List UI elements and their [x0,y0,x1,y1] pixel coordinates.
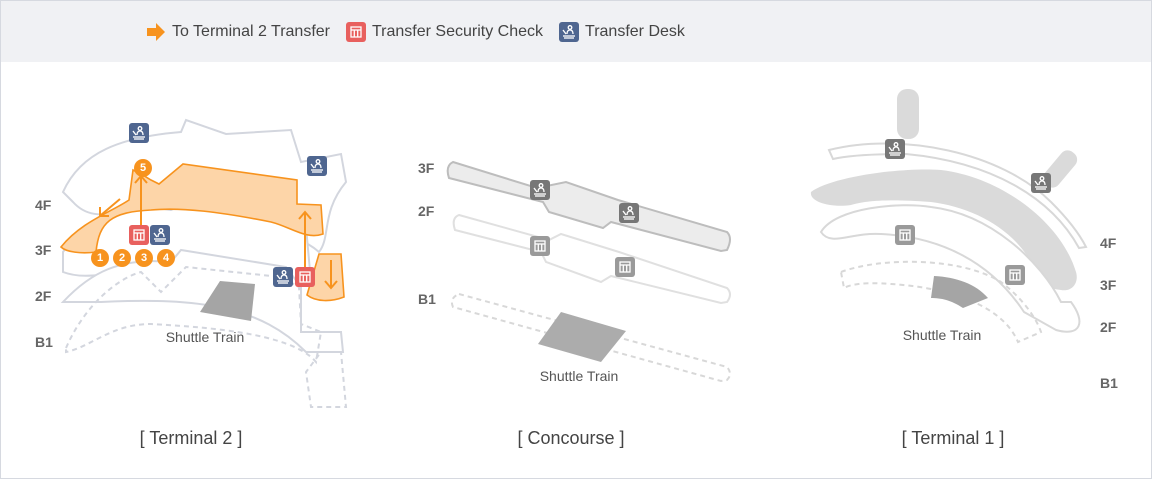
transfer-desk-icon[interactable] [1031,173,1051,193]
concourse-floor-b1-outline [450,292,731,383]
t2-arrow-down-head [324,280,338,290]
security-gate-icon[interactable] [295,267,315,287]
transfer-desk-icon[interactable] [619,203,639,223]
security-gate-icon[interactable] [129,225,149,245]
t2-shuttle-train-label: Shuttle Train [165,329,245,345]
concourse-shuttle-train-block [538,312,626,362]
concourse-map [446,160,731,383]
security-gate-icon[interactable] [530,236,550,256]
t2-b1-connector-outline [304,351,348,408]
concourse-floor-2f-outline [452,213,731,305]
transfer-desk-icon[interactable] [530,180,550,200]
t2-floor-label-4f: 4F [35,197,52,213]
t1-floor-2f-outline [819,204,1081,333]
caption-terminal-2: [ Terminal 2 ] [139,428,243,448]
t2-arrow-diag [100,198,121,216]
t1-floor-3f-band [810,169,1077,291]
t2-shuttle-train-block [200,281,255,321]
step-marker-3[interactable]: 3 [135,249,153,267]
t1-floor-b1-outline [839,260,1043,344]
concourse-shuttle-train-label: Shuttle Train [539,368,619,384]
transfer-desk-icon [559,21,580,42]
caption-terminal-1: [ Terminal 1 ] [901,428,1005,448]
step-marker-4[interactable]: 4 [157,249,175,267]
t2-arrow-diag-head [99,207,109,217]
caption-concourse: [ Concourse ] [517,428,625,448]
transfer-desk-icon[interactable] [129,123,149,143]
step-marker-2[interactable]: 2 [113,249,131,267]
concourse-floor-label-2f: 2F [418,203,435,219]
t1-shuttle-train-block [931,276,988,308]
step-marker-1[interactable]: 1 [91,249,109,267]
t1-floor-label-4f: 4F [1100,235,1117,251]
t1-north-pier [897,89,919,139]
t1-floor-label-3f: 3F [1100,277,1117,293]
t1-floor-label-2f: 2F [1100,319,1117,335]
maps-drawing [59,89,1088,408]
legend-label: Transfer Security Check [372,22,544,40]
orange-arrow-icon [146,22,166,42]
concourse-floor-label-3f: 3F [418,160,435,176]
legend-item-transfer-desk: Transfer Desk [559,21,685,42]
terminal-1-map [810,89,1088,344]
legend-item-security-check: Transfer Security Check [346,21,544,42]
legend-label: To Terminal 2 Transfer [172,22,330,40]
security-gate-icon [346,21,366,42]
legend-label: Transfer Desk [585,22,685,40]
t2-floor-b1-outline [65,265,323,365]
step-marker-5[interactable]: 5 [134,159,152,177]
legend-item-transfer-route: To Terminal 2 Transfer [146,22,330,42]
t2-floor-label-b1: B1 [35,334,53,350]
transfer-desk-icon[interactable] [307,156,327,176]
maps-area: 4F 3F 2F B1 3F 2F B1 4F 3F 2F B1 Shuttle… [1,62,1151,478]
transfer-desk-icon[interactable] [885,139,905,159]
security-gate-icon[interactable] [615,257,635,277]
security-gate-icon[interactable] [895,225,915,245]
t2-arrow-up-right-head [298,210,312,220]
concourse-floor-3f-outline [446,160,731,253]
security-gate-icon[interactable] [1005,265,1025,285]
transfer-desk-icon[interactable] [273,267,293,287]
t2-transfer-route-drop-area [306,253,345,302]
t1-east-pier [1042,150,1078,188]
t1-shuttle-train-label: Shuttle Train [902,327,982,343]
transfer-desk-icon[interactable] [150,225,170,245]
t2-route-arrows [99,174,338,290]
t2-floor-label-3f: 3F [35,242,52,258]
concourse-floor-label-b1: B1 [418,291,436,307]
legend-bar: To Terminal 2 Transfer Transfer Security… [1,1,1151,62]
t1-floor-label-b1: B1 [1100,375,1118,391]
t2-floor-label-2f: 2F [35,288,52,304]
